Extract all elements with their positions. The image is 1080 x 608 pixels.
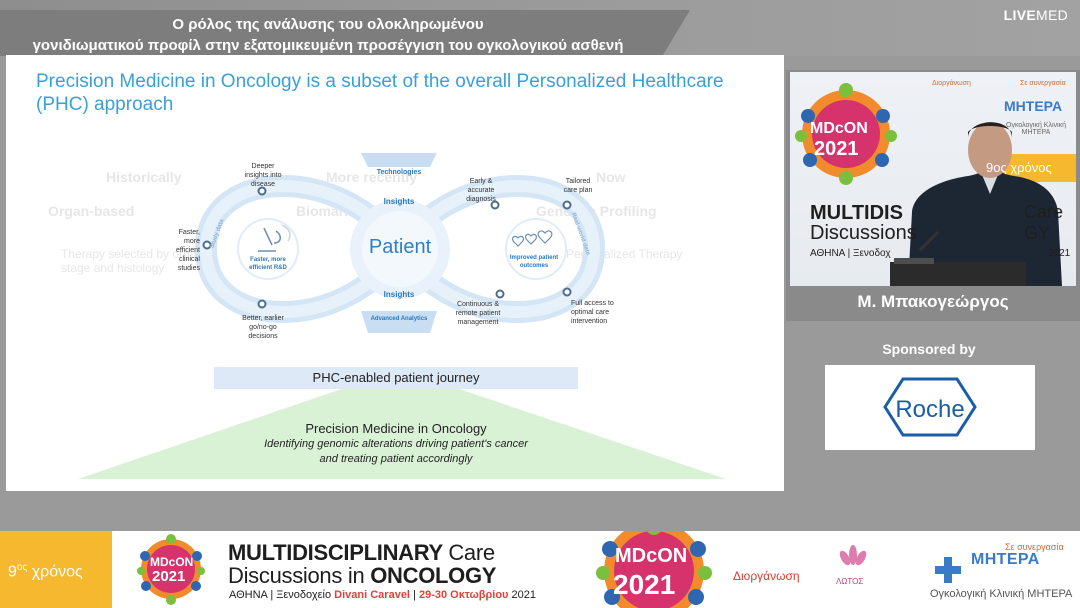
- footer-mitera-clinic: Ογκολογική Κλινική ΜΗΤΕΡΑ: [930, 588, 1073, 600]
- footer-graphics: [137, 531, 961, 608]
- node-faster-trials: [202, 240, 212, 250]
- microscope-icon: [258, 224, 291, 252]
- backdrop-care-gy: Care GY: [1024, 202, 1064, 243]
- presentation-slide: Historically More recently Now Organ-bas…: [6, 55, 784, 491]
- label-improved-outcomes: Improved patient outcomes: [509, 255, 559, 269]
- backdrop-multi: MULTIDIS: [810, 202, 903, 224]
- outcomes-circle: [505, 218, 567, 280]
- footer-organizer-label: Διοργάνωση: [733, 569, 800, 583]
- backdrop-mitera-sub: Ογκολογική Κλινική ΜΗΤΕΡΑ: [1006, 122, 1066, 136]
- footer-mitera: ΜΗΤΕΡΑ: [971, 551, 1040, 568]
- talk-title-line-2: γονιδιωματικού προφίλ στην εξατομικευμέν…: [32, 37, 624, 54]
- backdrop-organizer: Διοργάνωση: [932, 80, 971, 87]
- footer-logo-year-large: 2021: [613, 569, 676, 600]
- speaker-backdrop: [795, 83, 1076, 286]
- ghost-col-now: Now: [596, 169, 626, 185]
- backdrop-venue: ΑΘΗΝΑ | Ξενοδοχ: [810, 248, 891, 259]
- precision-medicine-subtitle-1: Identifying genomic alterations driving …: [264, 438, 528, 450]
- header-stripe: [0, 10, 690, 56]
- label-faster-rd: Faster, more efficient R&D: [249, 257, 287, 271]
- talk-title-line-1: Ο ρόλος της ανάλυσης του ολοκληρωμένου: [172, 16, 484, 33]
- precision-medicine-title: Precision Medicine in Oncology: [305, 421, 487, 436]
- livemed-logo: LIVEMED: [1003, 7, 1068, 23]
- hearts-icon: [511, 230, 553, 247]
- node-early-diagnosis: [490, 200, 500, 210]
- patient-label: Patient: [368, 236, 432, 258]
- footer-lotos: ΛΩΤΟΣ: [836, 577, 864, 586]
- ghost-col-historically: Historically: [106, 169, 182, 185]
- phc-journey-bar: PHC-enabled patient journey: [214, 367, 578, 389]
- point-tailored-care: Tailored care plan: [563, 178, 593, 194]
- speaker-video: MDcON 2021 Διοργάνωση Σε συνεργασία ΜΗΤΕ…: [790, 72, 1076, 286]
- ghost-row-organ: Organ-based: [48, 203, 135, 219]
- backdrop-mitera: ΜΗΤΕΡΑ: [1004, 98, 1063, 114]
- precision-medicine-subtitle-2: and treating patient accordingly: [319, 453, 473, 465]
- node-continuous-mgmt: [495, 289, 505, 299]
- point-faster-trials: Faster, more efficient clinical studies: [176, 229, 200, 272]
- ghost-col-recently: More recently: [326, 169, 418, 185]
- slide-title: Precision Medicine in Oncology is a subs…: [36, 71, 724, 115]
- footer-logo-top: MDcON: [150, 555, 194, 569]
- footer-logo-top-large: MDcON: [615, 545, 688, 567]
- label-technologies: Technologies: [376, 169, 422, 176]
- roche-wordmark: Roche: [895, 396, 964, 423]
- point-deeper-insights: Deeper insights into disease: [244, 163, 282, 188]
- sponsored-by-label: Sponsored by: [882, 341, 976, 357]
- footer-cooperation-label: Σε συνεργασία: [1005, 542, 1064, 552]
- mitera-cross-icon: [935, 557, 961, 583]
- footer-venue: ΑΘΗΝΑ | Ξενοδοχείο Divani Caravel | 29-3…: [229, 589, 537, 601]
- phc-infinity-diagram: [78, 153, 726, 479]
- point-early-diagnosis: Early & accurate diagnosis: [466, 178, 496, 203]
- point-full-access: Full access to optimal care intervention: [571, 300, 614, 325]
- years-badge-text: 9ος χρόνος: [8, 562, 83, 581]
- roche-logo: Roche: [883, 377, 977, 437]
- footer-banner: 9ος χρόνος MDcON 2021 MDcON 20: [0, 531, 1080, 608]
- technologies-banner: [361, 153, 437, 167]
- mdcon-logo-small: [137, 534, 205, 605]
- node-better-decisions: [257, 299, 267, 309]
- label-insights-top: Insights: [383, 197, 415, 206]
- label-insights-bottom: Insights: [383, 290, 415, 299]
- point-continuous-mgmt: Continuous & remote patient management: [455, 301, 501, 326]
- ghost-note-therapy: Therapy selected by organ, stage and his…: [61, 247, 207, 275]
- patient-halo-inner: [362, 211, 438, 287]
- node-full-access: [562, 287, 572, 297]
- years-badge: 9ος χρόνος: [0, 531, 112, 608]
- advanced-analytics-banner: [361, 311, 437, 333]
- node-deeper-insights: [257, 186, 267, 196]
- point-better-decisions: Better, earlier go/no-go decisions: [242, 315, 284, 340]
- label-advanced-analytics: Advanced Analytics: [370, 316, 428, 322]
- footer-title-line-1: MULTIDISCIPLINARY Care: [228, 540, 495, 565]
- header-bar: Ο ρόλος της ανάλυσης του ολοκληρωμένου γ…: [0, 0, 1080, 56]
- backdrop-discussions: Discussions: [810, 222, 917, 244]
- speaker-name: Μ. Μπακογεώργος: [857, 292, 1009, 311]
- backdrop-logo-year: 2021: [814, 138, 859, 160]
- precision-medicine-triangle: [78, 369, 726, 479]
- node-tailored-care: [562, 200, 572, 210]
- rd-circle: [237, 218, 299, 280]
- roche-logo-box: Roche: [825, 365, 1035, 450]
- backdrop-cooperation: Σε συνεργασία: [1020, 80, 1066, 87]
- footer-logo-year: 2021: [152, 568, 186, 585]
- mdcon-logo-large: [596, 531, 712, 608]
- backdrop-year-end: 2021: [1048, 248, 1071, 259]
- lotos-lotus-icon: [839, 545, 867, 566]
- backdrop-logo-top: MDcON: [810, 120, 868, 137]
- backdrop-years-badge: 9ος χρόνος: [986, 160, 1052, 175]
- footer-title-line-2: Discussions in ONCOLOGY: [228, 563, 497, 588]
